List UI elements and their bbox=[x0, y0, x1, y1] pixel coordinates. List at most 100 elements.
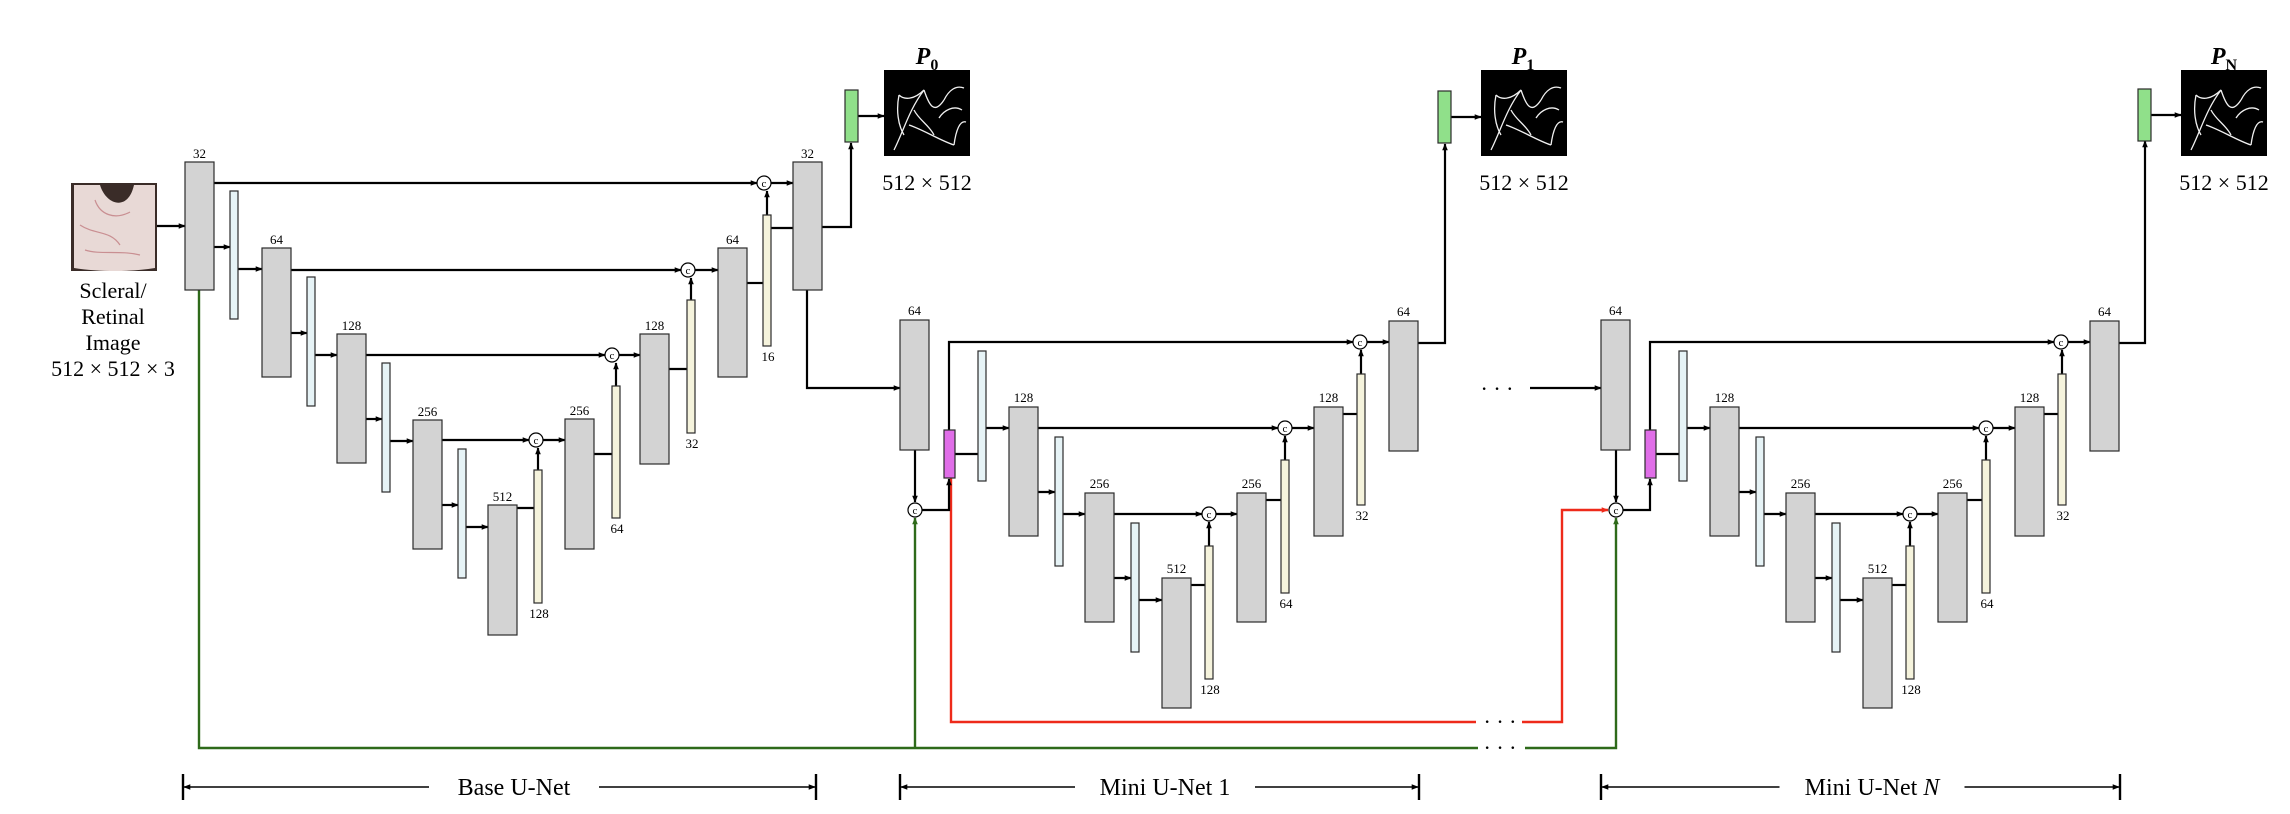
segmentation-map-icon bbox=[1481, 70, 1567, 156]
ellipsis-label: · · · bbox=[1481, 376, 1514, 401]
sclera-eye-image bbox=[71, 183, 157, 271]
concat-label: c bbox=[762, 178, 767, 190]
vessel-stroke bbox=[908, 124, 955, 146]
input-to-miniN-arrow bbox=[1525, 517, 1619, 750]
vessel-stroke bbox=[923, 89, 945, 109]
input-to-bottom-line bbox=[197, 290, 1478, 750]
base-decoder-block bbox=[564, 418, 595, 550]
concat-label: c bbox=[1358, 337, 1363, 349]
mini1-pool-bar bbox=[1054, 436, 1064, 567]
miniN-upconv-bar bbox=[1905, 545, 1915, 680]
input-label-line: Retinal bbox=[81, 304, 145, 329]
mini1-decoder-block bbox=[1313, 406, 1344, 537]
mini1-encoder-label: 128 bbox=[1014, 390, 1034, 405]
vessel-stroke bbox=[2195, 89, 2222, 99]
miniN-encoder-label: 64 bbox=[1609, 303, 1623, 318]
miniN-pool-bar bbox=[1755, 436, 1765, 567]
mini1-pool-bar bbox=[1130, 522, 1140, 653]
fusion-skip-line bbox=[949, 478, 1476, 724]
network-span-label: Mini U-Net N bbox=[1805, 775, 1942, 801]
mini1-pool-bar bbox=[977, 350, 987, 482]
output-size-label: 512 × 512 bbox=[2179, 170, 2268, 195]
mini1-encoder-block bbox=[1161, 577, 1192, 709]
miniN-encoder-block bbox=[1600, 319, 1631, 451]
base-upconv-bar bbox=[533, 469, 543, 604]
mini1-decoder-block bbox=[1236, 492, 1267, 623]
mini1-concat-to-fusion-arrow bbox=[922, 478, 952, 512]
input-label-line: Scleral/ bbox=[79, 278, 147, 303]
fusion-skip-to-miniN-arrow bbox=[1522, 507, 1609, 724]
vessel-stroke bbox=[938, 107, 963, 119]
layer-blocks bbox=[184, 161, 2120, 709]
base-upconv-bar bbox=[611, 385, 621, 519]
mini1-decoder-label: 256 bbox=[1242, 476, 1262, 491]
base-encoder-block bbox=[487, 504, 518, 636]
vessel-stroke bbox=[2235, 107, 2260, 119]
vessel-stroke bbox=[1494, 94, 1502, 136]
mini1-fusion-block bbox=[943, 429, 956, 479]
mini1-encoder-block bbox=[1084, 492, 1115, 623]
base-pool-bar bbox=[457, 448, 467, 579]
miniN-to-output-arrow bbox=[2119, 140, 2148, 345]
vessel-stroke bbox=[1490, 89, 1522, 151]
vessel-stroke bbox=[913, 109, 935, 136]
base-decoder-label: 256 bbox=[570, 403, 590, 418]
base-decoder-block bbox=[717, 247, 748, 378]
base-to-mini1-arrow bbox=[805, 290, 901, 391]
base-encoder-block bbox=[261, 247, 292, 378]
vessel-stroke bbox=[1520, 89, 1542, 109]
mini1-encoder-label: 64 bbox=[908, 303, 922, 318]
miniN-pool-bar bbox=[1678, 350, 1688, 482]
mini1-concat-node bbox=[1352, 334, 1368, 350]
output-name-label: P0 bbox=[915, 44, 939, 74]
vessel-stroke bbox=[897, 94, 905, 136]
miniN-upconv-bar bbox=[2057, 373, 2067, 506]
mini1-upconv-label: 32 bbox=[1356, 508, 1369, 523]
output-size-label: 512 × 512 bbox=[882, 170, 971, 195]
output-conv-block bbox=[1437, 90, 1452, 144]
miniN-fusion-block bbox=[1644, 429, 1657, 479]
segmentation-map-icon bbox=[884, 70, 970, 156]
input-skip-connections bbox=[197, 290, 1619, 750]
mini1-encoder-block bbox=[1008, 406, 1039, 537]
mini1-input-concat-node bbox=[907, 502, 923, 518]
vessel-stroke bbox=[1505, 124, 1552, 146]
base-pool-bar bbox=[229, 190, 239, 320]
mini1-concat-node bbox=[1277, 420, 1293, 436]
labels: 32641282565122561286432cccc1286432166412… bbox=[51, 44, 2269, 760]
miniN-encoder-label: 128 bbox=[1715, 390, 1735, 405]
base-upconv-label: 128 bbox=[529, 606, 549, 621]
vessel-stroke bbox=[893, 89, 925, 151]
base-concat-node bbox=[604, 347, 620, 363]
miniN-upconv-label: 64 bbox=[1981, 596, 1995, 611]
vessel-stroke bbox=[953, 121, 967, 146]
concat-label: c bbox=[686, 265, 691, 277]
concat-label: c bbox=[2059, 337, 2064, 349]
output-subscript: N bbox=[2226, 57, 2238, 74]
concat-label: c bbox=[1908, 509, 1913, 521]
sclera-vessels bbox=[79, 199, 141, 256]
green-ellipsis-label: · · · bbox=[1484, 735, 1517, 760]
concat-label: c bbox=[913, 505, 918, 517]
base-encoder-label: 32 bbox=[193, 146, 206, 161]
connection-lines bbox=[157, 112, 2182, 603]
vessel-stroke bbox=[1535, 107, 1560, 119]
miniN-decoder-block bbox=[1937, 492, 1968, 623]
output-subscript: 0 bbox=[930, 57, 938, 74]
base-upconv-label: 64 bbox=[611, 521, 625, 536]
span-label-index: N bbox=[1922, 775, 1941, 801]
concat-label: c bbox=[534, 435, 539, 447]
mini1-encoder-label: 512 bbox=[1167, 561, 1187, 576]
span-label-text: Mini U-Net bbox=[1805, 775, 1924, 801]
output-conv-block bbox=[844, 89, 859, 143]
concat-label: c bbox=[1207, 509, 1212, 521]
base-upconv-label: 16 bbox=[762, 349, 776, 364]
base-decoder-label: 64 bbox=[726, 232, 740, 247]
vessel-stroke bbox=[1540, 86, 1562, 101]
miniN-encoder-block bbox=[1862, 577, 1893, 709]
mini1-encoder-block bbox=[899, 319, 930, 451]
mini1-upconv-bar bbox=[1280, 459, 1290, 594]
mini1-decoder-label: 128 bbox=[1319, 390, 1339, 405]
miniN-skip-connection bbox=[1648, 339, 2055, 430]
